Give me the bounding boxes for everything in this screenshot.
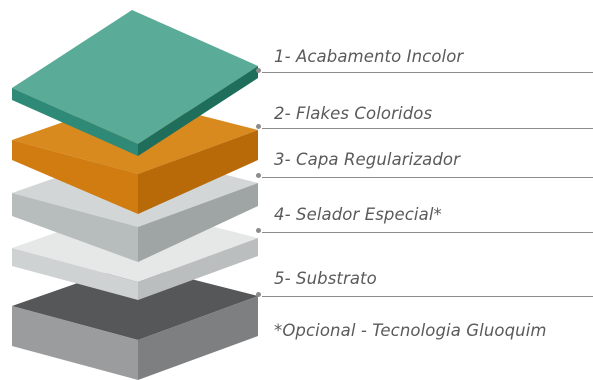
layer-5-label: 5- Substrato <box>274 269 377 288</box>
layer-4-leader-dot <box>256 228 261 233</box>
layer-2-right <box>138 130 258 214</box>
layer-1-slab <box>12 10 258 156</box>
layer-4-label: 4- Selador Especial* <box>274 205 442 224</box>
layer-3-label: 3- Capa Regularizador <box>274 150 460 169</box>
layer-2-leader-dot <box>256 124 261 129</box>
layer-2-left <box>12 140 138 214</box>
layer-3-left <box>12 193 138 262</box>
layer-5-top <box>12 264 258 340</box>
layer-1-leader-line <box>262 72 593 73</box>
layer-3-leader-line <box>262 177 593 178</box>
layer-3-right <box>138 183 258 262</box>
layer-1-top <box>12 10 258 144</box>
layer-5-right <box>138 296 258 380</box>
layer-1-label: 1- Acabamento Incolor <box>274 47 464 66</box>
layer-4-left <box>12 248 138 300</box>
layer-5-leader-line <box>262 296 593 297</box>
layer-5-slab <box>12 264 258 380</box>
layer-5-left <box>12 306 138 380</box>
footnote: *Opcional - Tecnologia Gluoquim <box>274 321 547 340</box>
layer-2-leader-line <box>262 128 593 129</box>
layer-5-leader-dot <box>256 292 261 297</box>
layer-4-leader-line <box>262 232 593 233</box>
layer-4-right <box>138 238 258 300</box>
layer-2-label: 2- Flakes Coloridos <box>274 104 433 123</box>
layer-3-leader-dot <box>256 173 261 178</box>
layer-1-leader-dot <box>256 68 261 73</box>
layer-1-left <box>12 88 138 156</box>
layer-1-right <box>138 66 258 156</box>
